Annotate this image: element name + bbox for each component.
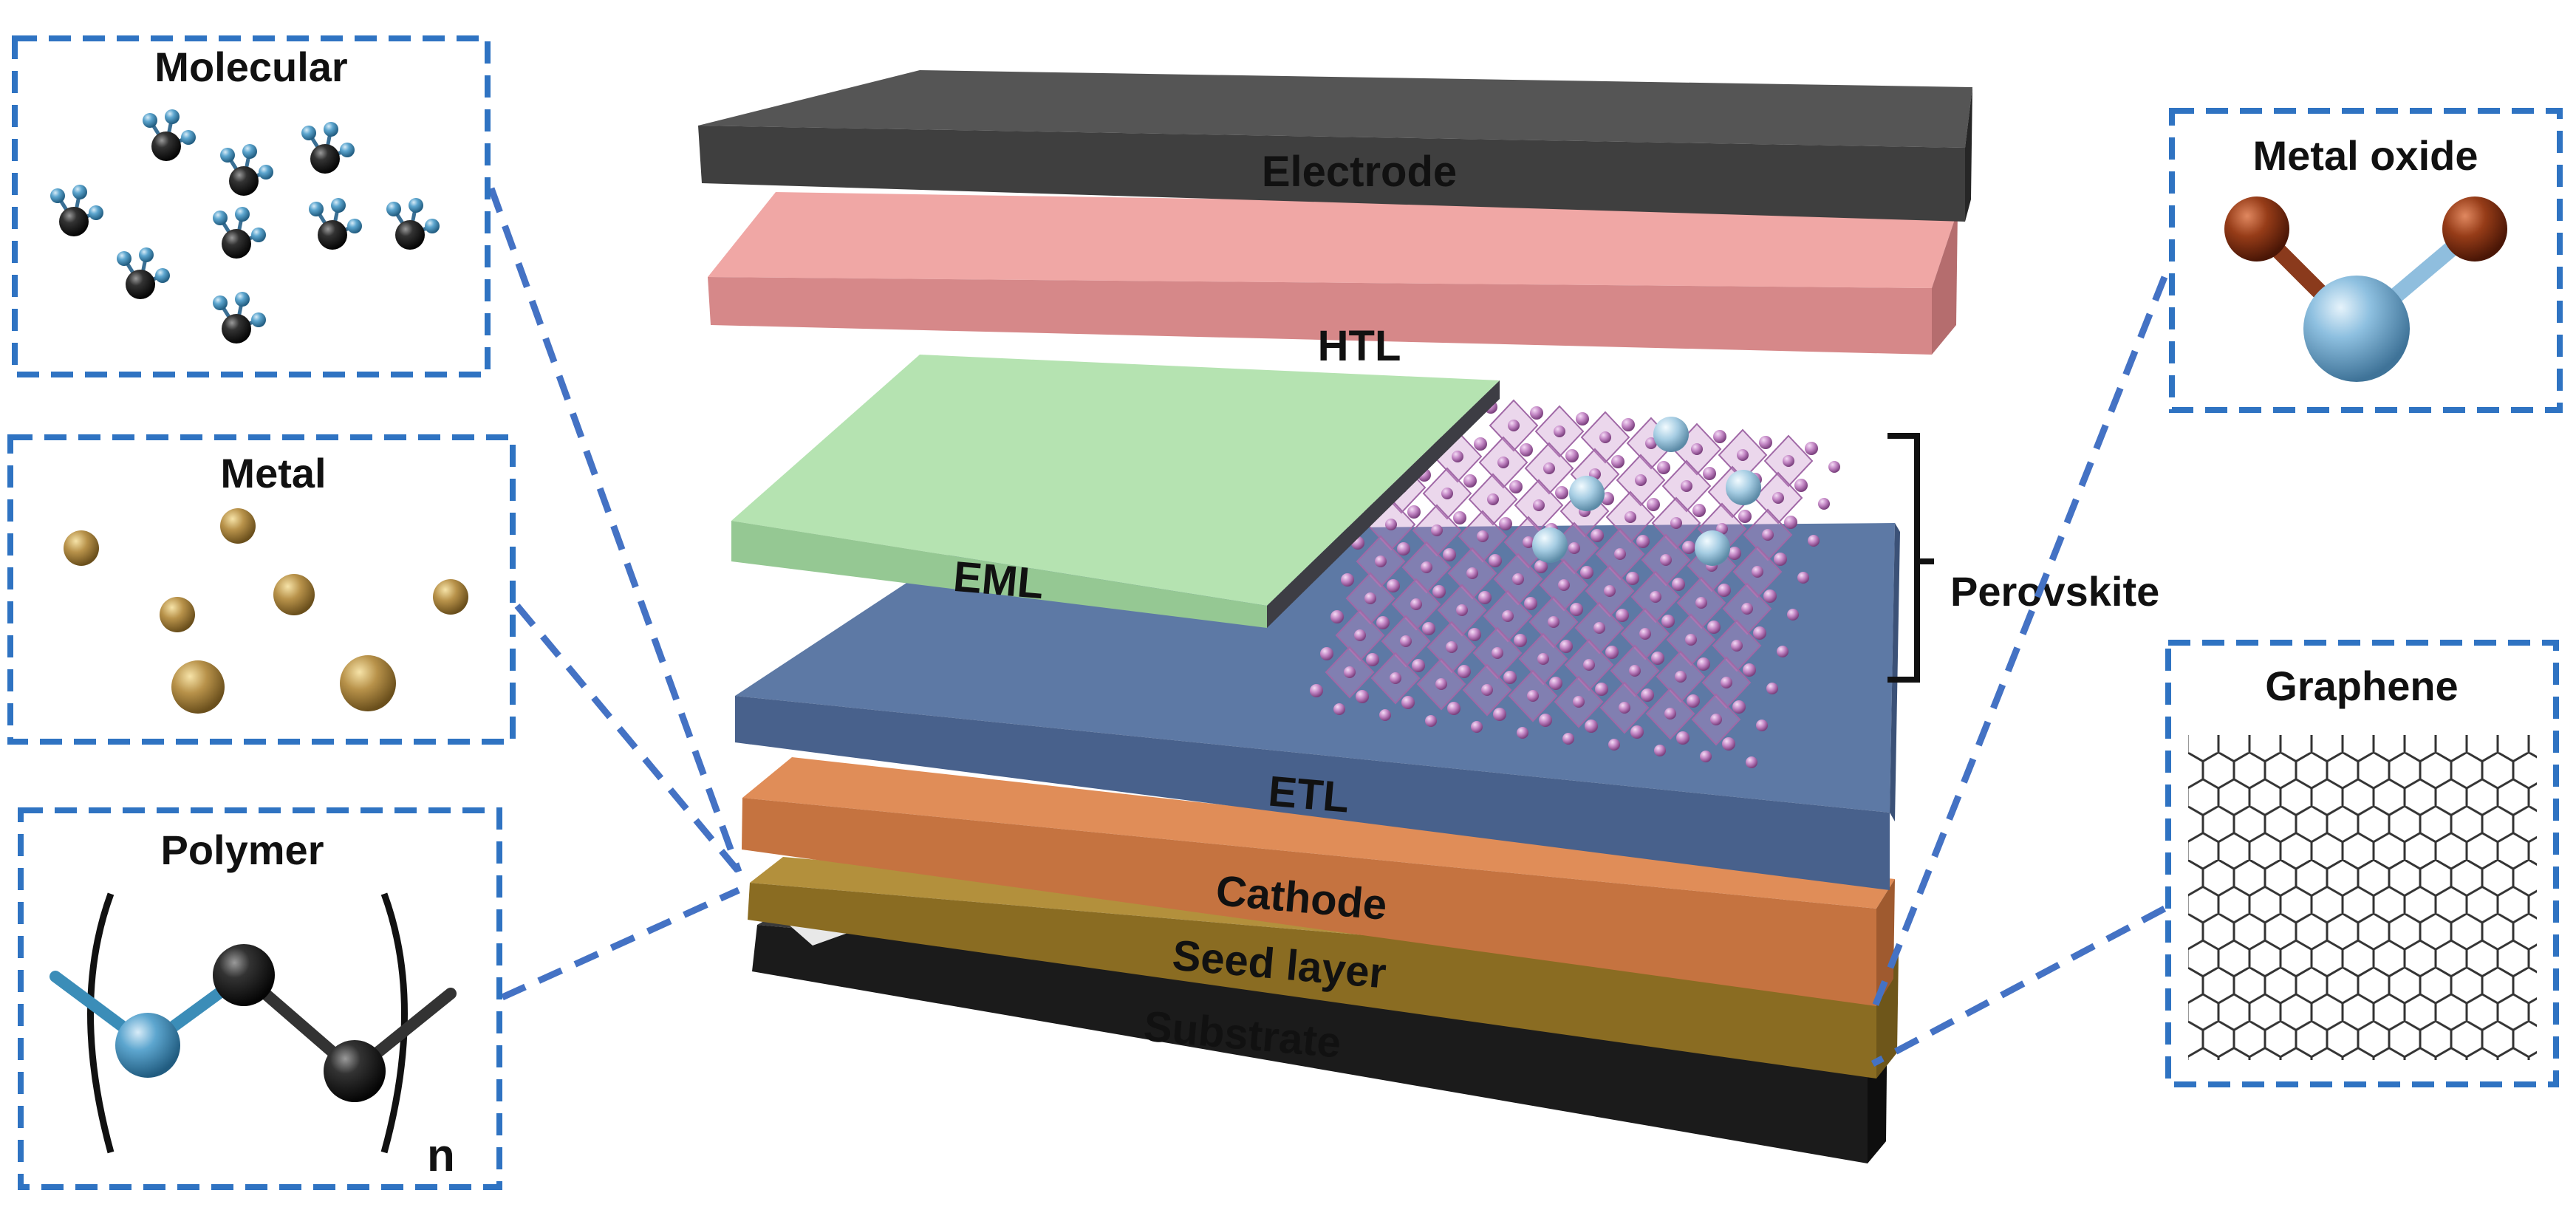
molecular-panel: Molecular	[12, 35, 491, 377]
molecule-icon	[50, 185, 103, 236]
perovskite-label: Perovskite	[1950, 568, 2159, 615]
polymer-subscript: n	[427, 1130, 455, 1181]
metal-title: Metal	[220, 450, 326, 496]
etl-label: ETL	[1266, 767, 1351, 821]
polymer-chain-icon	[49, 892, 457, 1154]
molecular-title: Molecular	[154, 44, 347, 90]
metal-oxide-panel: Metal oxide	[2169, 108, 2563, 413]
electrode-layer	[698, 70, 1972, 222]
molecular-icons	[50, 109, 440, 343]
polymer-panel: Polymer n	[18, 807, 502, 1190]
graphene-panel: Graphene	[2165, 640, 2559, 1087]
perovskite-crystal	[1310, 389, 1840, 768]
molecule-icon	[309, 198, 362, 250]
molecule-icon	[213, 292, 266, 343]
polymer-title: Polymer	[161, 827, 324, 873]
electrode-label: Electrode	[1262, 148, 1457, 196]
eml-label: EML	[952, 553, 1046, 608]
graphene-lattice-icon	[2188, 735, 2537, 1060]
molecule-icon	[220, 144, 273, 196]
molecule-icon	[386, 198, 440, 250]
metal-panel: Metal	[7, 434, 516, 745]
perovskite-bracket	[1887, 433, 1934, 683]
htl-layer	[708, 192, 1958, 355]
metal-atoms-icon	[64, 508, 468, 714]
molecule-icon	[213, 207, 266, 259]
molecule-icon	[117, 247, 170, 299]
htl-label: HTL	[1318, 322, 1401, 370]
callout-leader-lines	[488, 187, 2168, 1067]
cathode-layer	[742, 757, 1895, 1006]
metal-oxide-molecule-icon	[2224, 196, 2507, 382]
metal-oxide-title: Metal oxide	[2253, 132, 2478, 179]
molecule-icon	[301, 122, 355, 174]
eml-layer	[731, 355, 1500, 628]
molecule-icon	[143, 109, 196, 161]
graphene-title: Graphene	[2265, 663, 2458, 709]
